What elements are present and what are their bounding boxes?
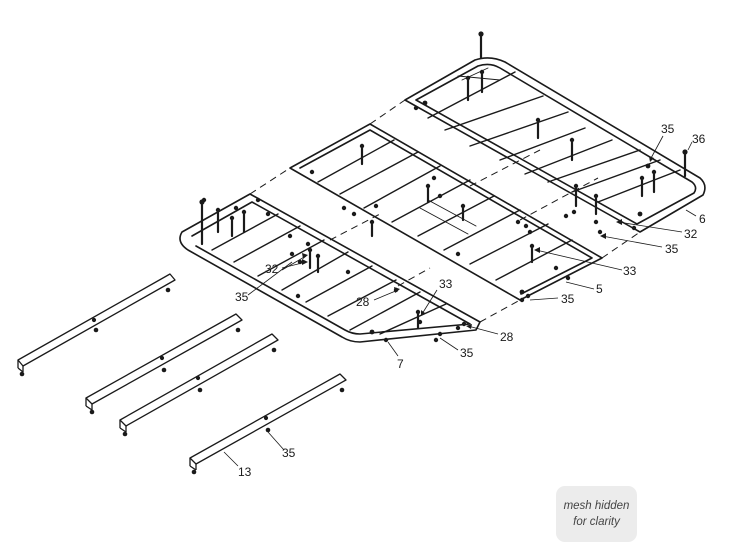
nuts <box>201 100 651 343</box>
callout-35-rail: 35 <box>282 446 296 460</box>
callout-35-top: 35 <box>661 122 675 136</box>
callout-36: 36 <box>692 132 706 146</box>
callout-6: 6 <box>699 212 706 226</box>
callout-28-left: 28 <box>356 295 370 309</box>
callout-13: 13 <box>238 465 252 479</box>
callout-32-right: 32 <box>684 227 698 241</box>
callout-33-right: 33 <box>623 264 637 278</box>
callout-32-left: 32 <box>265 262 279 276</box>
callout-33-mid: 33 <box>439 277 453 291</box>
note-line-1: mesh hidden <box>563 500 630 512</box>
bolts <box>199 31 688 330</box>
frame-section-6 <box>404 57 706 233</box>
alignment-lines <box>249 99 641 323</box>
leader-lines <box>223 135 697 467</box>
note-line-2: for clarity <box>573 516 620 528</box>
callout-35-left: 35 <box>235 290 249 304</box>
callout-28-right: 28 <box>500 330 514 344</box>
rail-4 <box>189 373 347 475</box>
callout-35-bottom: 35 <box>460 346 474 360</box>
frame-section-5 <box>289 123 603 301</box>
rail-1 <box>17 273 176 377</box>
callout-7: 7 <box>397 357 404 371</box>
callout-35-right: 35 <box>665 242 679 256</box>
callout-35-mid: 35 <box>561 292 575 306</box>
callout-labels: 35 36 6 32 35 33 5 35 32 35 33 28 28 7 3… <box>235 122 706 479</box>
mesh-hidden-note: mesh hidden for clarity <box>556 486 637 542</box>
rail-2 <box>85 313 243 415</box>
rail-3 <box>119 333 279 437</box>
callout-5: 5 <box>596 282 603 296</box>
